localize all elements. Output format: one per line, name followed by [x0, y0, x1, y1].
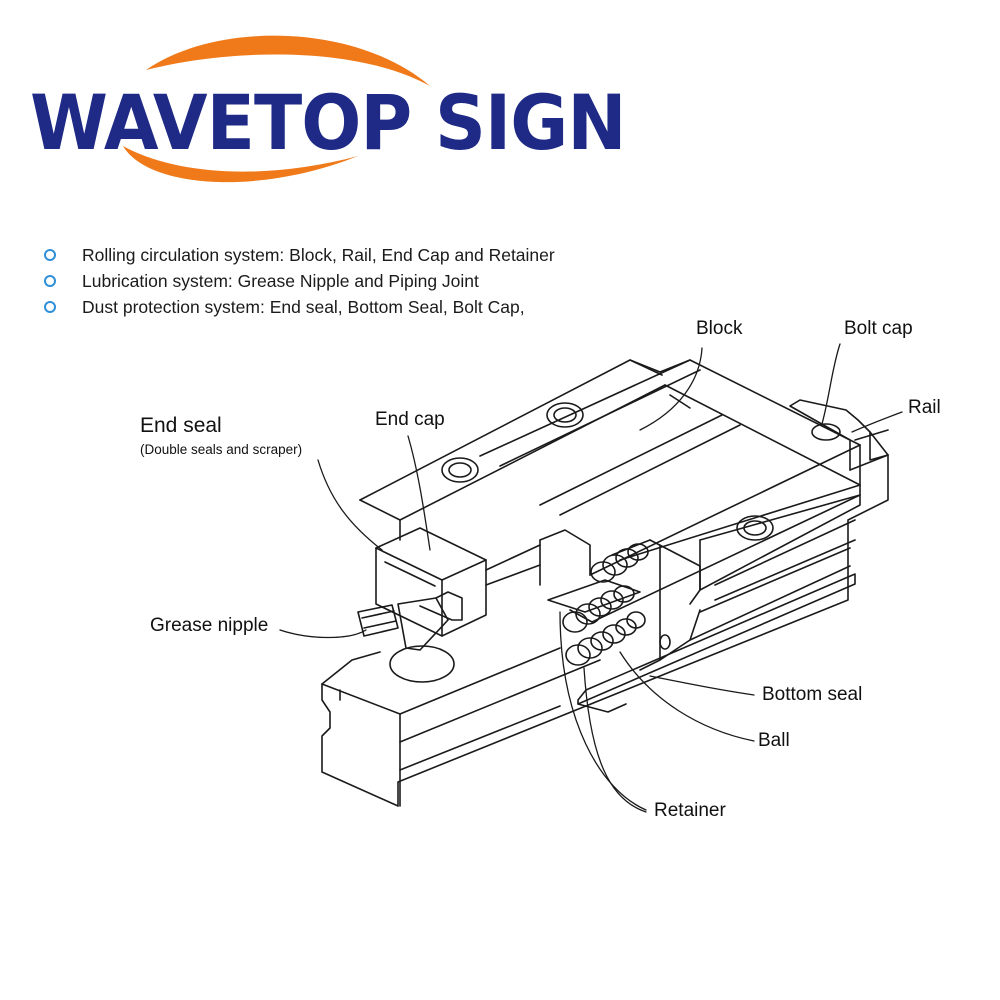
label-bolt-cap: Bolt cap: [844, 318, 913, 339]
bolt-cap: [811, 423, 841, 441]
ball-retainer-assembly: [547, 543, 649, 666]
label-end-cap: End cap: [375, 409, 445, 430]
label-block: Block: [696, 318, 743, 339]
list-item-text: Dust protection system: End seal, Bottom…: [82, 296, 525, 317]
label-end-seal-note: (Double seals and scraper): [140, 442, 303, 457]
label-bottom-seal: Bottom seal: [762, 684, 863, 705]
bolt-hole-icon: [441, 402, 774, 650]
feature-list: Rolling circulation system: Block, Rail,…: [44, 242, 555, 320]
grease-nipple: [357, 591, 463, 683]
leader-lines: [279, 343, 903, 813]
list-item-text: Lubrication system: Grease Nipple and Pi…: [82, 270, 479, 291]
logo-swoosh: [123, 35, 430, 183]
list-item: Dust protection system: End seal, Bottom…: [44, 294, 555, 320]
label-grease-nipple: Grease nipple: [150, 615, 269, 636]
bullet-circle-icon: [44, 301, 56, 313]
bullet-circle-icon: [44, 249, 56, 261]
label-rail: Rail: [908, 397, 941, 418]
label-retainer: Retainer: [654, 800, 726, 821]
rail: [321, 399, 889, 807]
label-end-seal: End seal: [140, 414, 222, 437]
label-ball: Ball: [758, 730, 790, 751]
brand-name: WAVETOP SIGN: [30, 78, 627, 167]
brand-logo: WAVETOP SIGN: [28, 28, 627, 198]
list-item: Lubrication system: Grease Nipple and Pi…: [44, 268, 555, 294]
bullet-circle-icon: [44, 275, 56, 287]
list-item: Rolling circulation system: Block, Rail,…: [44, 242, 555, 268]
list-item-text: Rolling circulation system: Block, Rail,…: [82, 244, 555, 265]
block: [359, 359, 861, 671]
